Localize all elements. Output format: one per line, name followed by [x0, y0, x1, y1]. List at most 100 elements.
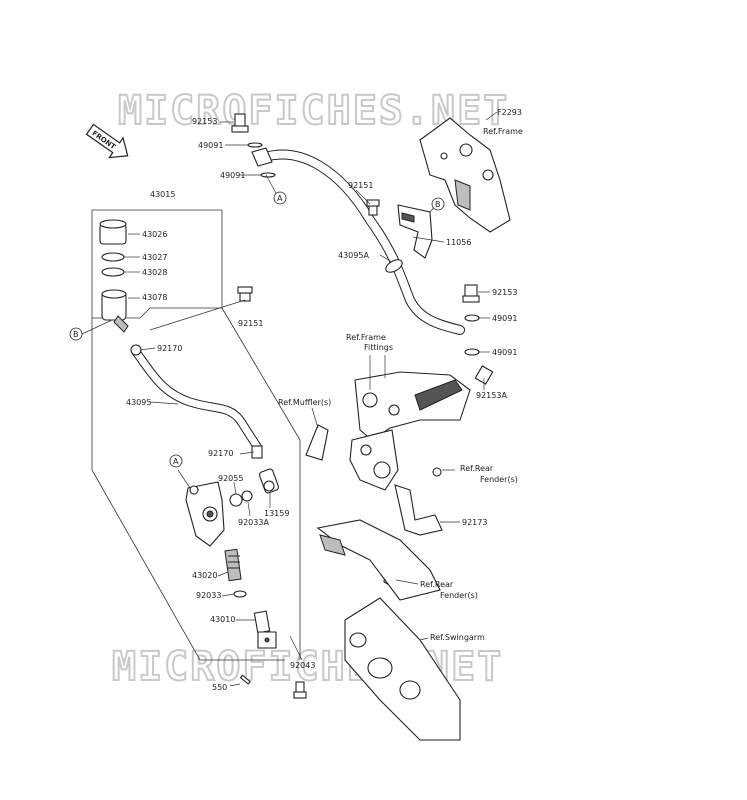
leader-92033a [247, 501, 251, 517]
label-49091-b: 49091 [220, 171, 245, 180]
leader-92033 [221, 593, 235, 597]
bolt-92043 [293, 681, 307, 699]
label-11056: 11056 [446, 238, 471, 247]
label-ref-rear-fender-1a: Ref.Rear [460, 464, 494, 473]
muffler-ref-bracket [305, 424, 329, 461]
label-43078: 43078 [142, 293, 167, 302]
leader-92043 [289, 635, 303, 661]
leader-callout-a2 [177, 469, 191, 489]
bolt-92153a [474, 365, 494, 385]
label-92151-right: 92151 [348, 181, 373, 190]
circlip-92033 [233, 590, 247, 598]
plate-43028 [101, 267, 125, 277]
hose-fitting-top [251, 147, 273, 167]
label-92170-b: 92170 [208, 449, 233, 458]
label-43026: 43026 [142, 230, 167, 239]
label-ref-rear-fender-2a: Ref.Rear [420, 580, 454, 589]
label-ref-swingarm: Ref.Swingarm [430, 633, 485, 642]
leader-43020 [217, 571, 229, 577]
hose-43095 [131, 347, 263, 453]
pin-550 [239, 674, 251, 685]
callout-a-top: A [273, 191, 287, 205]
reservoir-bracket-11056 [397, 204, 433, 259]
reservoir-43078 [101, 289, 129, 333]
label-43027: 43027 [142, 253, 167, 262]
label-43020: 43020 [192, 571, 217, 580]
washer-49091-c [464, 314, 480, 322]
label-ref-muffler: Ref.Muffler(s) [278, 398, 331, 407]
ring-92055 [229, 493, 243, 507]
leader-rear-fender-2 [395, 579, 419, 585]
washer-49091-b [260, 172, 276, 178]
washer-92033a [241, 490, 253, 502]
leader-92170a [139, 347, 156, 351]
label-13159: 13159 [264, 509, 289, 518]
leader-11056 [412, 236, 445, 243]
label-ref-rear-fender-2b: Fender(s) [440, 591, 478, 600]
reservoir-cap-43026 [99, 219, 127, 245]
label-550: 550 [212, 683, 227, 692]
label-92043: 92043 [290, 661, 315, 670]
svg-text:B: B [73, 330, 79, 339]
label-92153-right: 92153 [492, 288, 517, 297]
label-49091-a: 49091 [198, 141, 223, 150]
frame-line [221, 307, 301, 441]
leader-swingarm [419, 637, 429, 641]
callout-b-right: B [431, 197, 445, 211]
label-92033: 92033 [196, 591, 221, 600]
label-92153-top: 92153 [192, 117, 217, 126]
leader-callout-a [265, 174, 278, 196]
leader-ref-frame [485, 111, 498, 121]
banjo-bolt-92153-right [462, 284, 480, 303]
svg-text:B: B [435, 200, 441, 209]
label-43095a: 43095A [338, 251, 369, 260]
label-49091-d: 49091 [492, 348, 517, 357]
leader-callout-b [81, 319, 113, 335]
label-92151-left: 92151 [238, 319, 263, 328]
leader-92170b [239, 451, 255, 455]
swingarm-ref [344, 597, 461, 741]
figure-id: F2293 [497, 108, 522, 117]
callout-b-left: B [69, 327, 83, 341]
assembly-bracket-lower [91, 469, 285, 661]
label-43015: 43015 [150, 190, 175, 199]
label-43095: 43095 [126, 398, 151, 407]
assembly-bracket-43015 [92, 209, 223, 319]
leader-43095 [149, 401, 179, 405]
bolt-92151-right [366, 199, 380, 216]
leader-92151-b [149, 299, 246, 331]
clamp-92170-upper [130, 344, 142, 356]
frame-fittings-bracket [349, 371, 471, 491]
label-92173: 92173 [462, 518, 487, 527]
callout-a-lower: A [169, 454, 183, 468]
diaphragm-43027 [101, 252, 125, 262]
washer-49091-a [247, 142, 263, 148]
label-49091-c: 49091 [492, 314, 517, 323]
banjo-bolt-13159 [258, 468, 280, 494]
leader-92055 [233, 481, 237, 495]
bolt-92151-left [237, 286, 253, 302]
leader-muffler [311, 407, 319, 429]
label-92033a: 92033A [238, 518, 269, 527]
label-ref-frame-fittings-1: Ref.Frame [346, 333, 386, 342]
push-rod-43020 [224, 548, 242, 582]
label-43028: 43028 [142, 268, 167, 277]
label-92170-a: 92170 [157, 344, 182, 353]
label-ref-frame-top: Ref.Frame [483, 127, 523, 136]
label-ref-rear-fender-1b: Fender(s) [480, 475, 518, 484]
label-43010: 43010 [210, 615, 235, 624]
clevis-43010 [253, 610, 277, 649]
frame-bracket-top-right [419, 117, 511, 233]
master-cylinder-body [185, 481, 225, 547]
rear-fender-ref [316, 519, 441, 601]
label-92055: 92055 [218, 474, 243, 483]
washer-49091-d [464, 348, 480, 356]
leader-550 [229, 683, 241, 687]
svg-text:A: A [277, 194, 283, 203]
label-92153a: 92153A [476, 391, 507, 400]
leader-92151-right [355, 189, 371, 205]
svg-text:A: A [173, 457, 179, 466]
label-ref-frame-fittings-2: Fittings [364, 343, 393, 352]
